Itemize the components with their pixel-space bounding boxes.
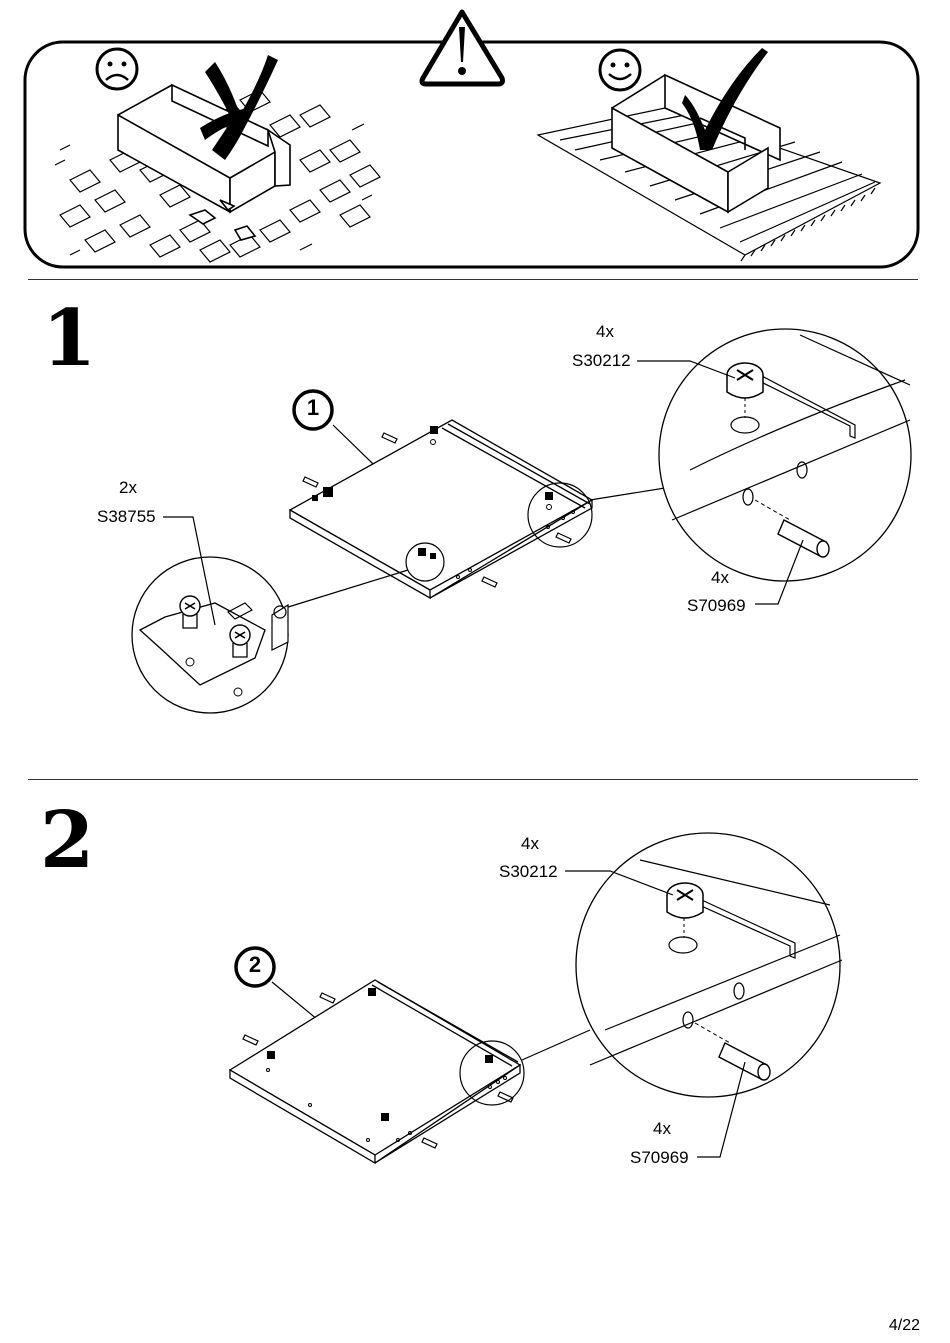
page-number: 4/22 [888, 1317, 920, 1334]
edge-holes [266, 1068, 507, 1142]
happy-face-icon [598, 48, 642, 92]
dowels [302, 432, 572, 588]
sad-face-icon [95, 47, 139, 91]
hw-right-qty: 4x [711, 568, 729, 587]
dowels [242, 992, 514, 1149]
warning-illustration [23, 9, 920, 269]
part-callout-number: 1 [306, 395, 320, 420]
hw-top-qty: 4x [521, 834, 539, 853]
hw-left-qty: 2x [119, 478, 137, 497]
step-number: 1 [42, 293, 97, 384]
divider-top [28, 279, 918, 280]
detail-cam-dowel [658, 328, 912, 582]
hw-right-code: S70969 [630, 1148, 689, 1167]
hw-left-code: S38755 [97, 507, 156, 526]
part-callout-circle [292, 389, 334, 431]
check-mark-icon [682, 48, 768, 150]
panel-1 [288, 419, 594, 600]
part-callout-circle [234, 946, 276, 988]
cam-fittings [267, 988, 493, 1121]
warning-triangle-icon [419, 9, 505, 87]
edge-holes [456, 510, 575, 579]
detail-cam-dowel [575, 832, 843, 1098]
detail-connector-plate [131, 556, 289, 714]
hw-top-qty: 4x [596, 322, 614, 341]
cross-mark-icon [200, 55, 278, 160]
step1-illustration [131, 328, 912, 714]
part-callout-number: 2 [248, 952, 262, 977]
divider-middle [28, 779, 918, 780]
cam-fittings [312, 426, 553, 559]
step-number: 2 [40, 795, 95, 886]
hw-top-code: S30212 [499, 862, 558, 881]
panel-2 [228, 979, 522, 1165]
tile-floor [54, 89, 381, 263]
hw-top-code: S30212 [572, 351, 631, 370]
hw-right-qty: 4x [653, 1119, 671, 1138]
hw-right-code: S70969 [687, 596, 746, 615]
box-on-tiles [117, 83, 291, 241]
